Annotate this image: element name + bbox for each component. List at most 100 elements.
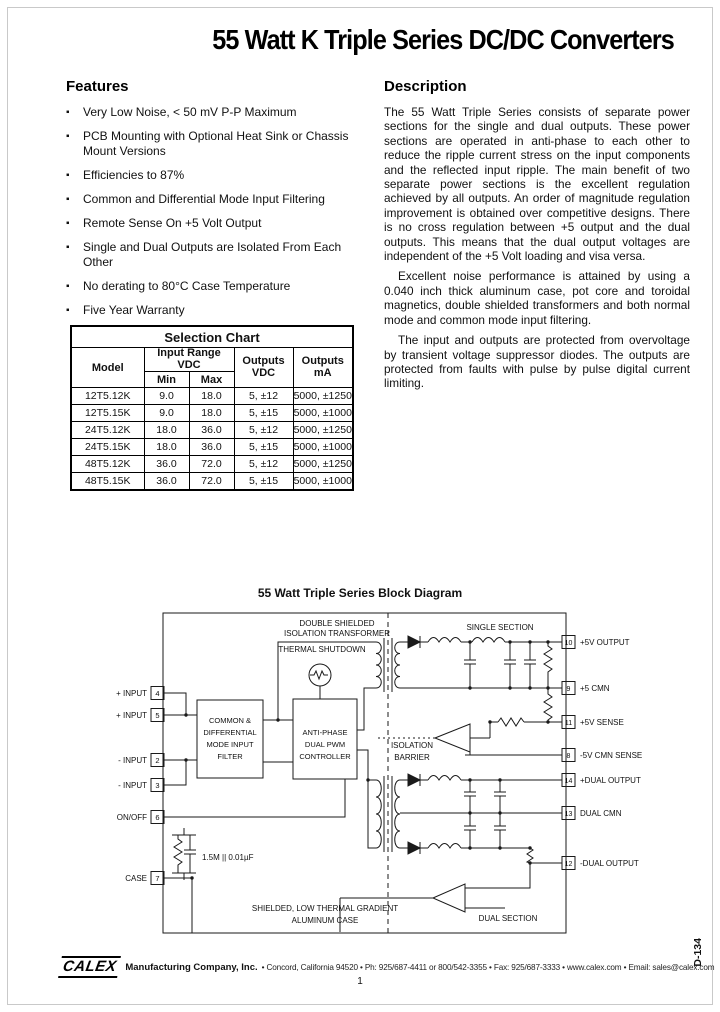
selection-chart-table: Selection Chart Model Input Range VDC Ou… xyxy=(70,325,355,491)
input-wiring xyxy=(164,692,346,933)
cell-model: 12T5.12K xyxy=(70,387,145,405)
cell-ma: 5000, ±1000 xyxy=(292,438,354,456)
features-heading: Features xyxy=(66,78,129,95)
pin-label: +DUAL OUTPUT xyxy=(580,776,641,785)
footer: CALEX Manufacturing Company, Inc. • Conc… xyxy=(58,956,715,978)
calex-logo: CALEX xyxy=(58,956,122,978)
pin-label: - INPUT xyxy=(118,781,147,790)
cell-max: 18.0 xyxy=(188,387,235,405)
pin-number: 10 xyxy=(565,640,573,647)
filter-box-label: FILTER xyxy=(217,752,243,761)
features-list: Very Low Noise, < 50 mV P-P Maximum PCB … xyxy=(66,105,371,318)
cell-model: 48T5.15K xyxy=(70,472,145,491)
col-min: Min xyxy=(143,371,190,388)
pin-label: + INPUT xyxy=(116,689,147,698)
thermal-shutdown-symbol xyxy=(308,663,332,699)
case-outline xyxy=(162,612,567,934)
cell-model: 48T5.12K xyxy=(70,455,145,473)
filter-box-label: MODE INPUT xyxy=(206,740,254,749)
pin-label: ON/OFF xyxy=(117,813,147,822)
pin-label: +5 CMN xyxy=(580,684,610,693)
feature-item: PCB Mounting with Optional Heat Sink or … xyxy=(66,129,371,159)
feature-item: Common and Differential Mode Input Filte… xyxy=(66,192,371,207)
col-model: Model xyxy=(70,347,145,388)
description-heading: Description xyxy=(384,78,467,95)
company-name: Manufacturing Company, Inc. xyxy=(125,961,258,973)
cell-vdc: 5, ±12 xyxy=(233,387,294,405)
single-section-circuit xyxy=(378,635,562,756)
right-pins xyxy=(561,635,576,870)
cell-min: 9.0 xyxy=(143,387,190,405)
filter-box-label: COMMON & xyxy=(209,716,251,725)
cell-ma: 5000, ±1250 xyxy=(292,387,354,405)
cell-model: 12T5.15K xyxy=(70,404,145,422)
block-diagram: 55 Watt Triple Series Block Diagram DOUB… xyxy=(116,586,642,934)
pwm-box-label: ANTI-PHASE xyxy=(302,728,347,737)
feature-item: Efficiencies to 87% xyxy=(66,168,371,183)
thermal-shutdown-label: THERMAL SHUTDOWN xyxy=(278,645,365,654)
cell-ma: 5000, ±1000 xyxy=(292,404,354,422)
pin-number: 14 xyxy=(565,778,573,785)
col-outputs-ma: Outputs mA xyxy=(292,347,354,388)
cell-vdc: 5, ±15 xyxy=(233,404,294,422)
cell-ma: 5000, ±1250 xyxy=(292,421,354,439)
input-filter-box xyxy=(196,699,264,779)
pin-number: 3 xyxy=(155,781,159,790)
cell-ma: 5000, ±1250 xyxy=(292,455,354,473)
features-section: Features Very Low Noise, < 50 mV P-P Max… xyxy=(66,78,371,327)
cell-vdc: 5, ±15 xyxy=(233,438,294,456)
pin-number: 11 xyxy=(565,720,572,727)
filter-box-label: DIFFERENTIAL xyxy=(203,728,256,737)
pin-number: 8 xyxy=(567,753,571,760)
pin-label: -DUAL OUTPUT xyxy=(580,859,639,868)
description-paragraph: The 55 Watt Triple Series consists of se… xyxy=(384,105,690,264)
dual-section-circuit xyxy=(339,773,562,932)
cell-max: 36.0 xyxy=(188,421,235,439)
isolation-barrier-label: ISOLATION xyxy=(391,741,433,750)
dual-section-label: DUAL SECTION xyxy=(479,914,538,923)
contact-line: • Concord, California 94520 • Ph: 925/68… xyxy=(261,962,715,972)
transformer-single xyxy=(375,638,401,692)
cell-vdc: 5, ±12 xyxy=(233,421,294,439)
cell-vdc: 5, ±12 xyxy=(233,455,294,473)
transformer-label: ISOLATION TRANSFORMER xyxy=(284,629,390,638)
pin-number: 12 xyxy=(565,861,573,868)
pin-number: 5 xyxy=(155,711,159,720)
pin-label: +5V SENSE xyxy=(580,718,624,727)
pin-label: + INPUT xyxy=(116,711,147,720)
case-label: SHIELDED, LOW THERMAL GRADIENT xyxy=(252,904,398,913)
pin-label: -5V CMN SENSE xyxy=(580,751,642,760)
doc-number: D-134 xyxy=(692,938,704,967)
cell-min: 9.0 xyxy=(143,404,190,422)
rc-value-label: 1.5M || 0.01µF xyxy=(202,853,254,862)
col-max: Max xyxy=(188,371,235,388)
col-input-range: Input Range VDC xyxy=(143,347,235,372)
col-outputs-vdc: Outputs VDC xyxy=(233,347,294,388)
pin-label: DUAL CMN xyxy=(580,809,622,818)
description-paragraph: Excellent noise performance is attained … xyxy=(384,269,690,327)
cell-max: 72.0 xyxy=(188,472,235,491)
feature-item: Very Low Noise, < 50 mV P-P Maximum xyxy=(66,105,371,120)
transformer-label: DOUBLE SHIELDED xyxy=(299,619,374,628)
cell-model: 24T5.12K xyxy=(70,421,145,439)
cell-min: 36.0 xyxy=(143,472,190,491)
feature-item: Remote Sense On +5 Volt Output xyxy=(66,216,371,231)
pin-number: 7 xyxy=(155,874,159,883)
single-section-label: SINGLE SECTION xyxy=(466,623,533,632)
selection-chart-title: Selection Chart xyxy=(70,325,354,348)
cell-min: 18.0 xyxy=(143,421,190,439)
pin-label: - INPUT xyxy=(118,756,147,765)
cell-min: 36.0 xyxy=(143,455,190,473)
left-pins xyxy=(150,686,165,885)
cell-vdc: 5, ±15 xyxy=(233,472,294,491)
pin-number: 13 xyxy=(565,811,573,818)
feature-item: Five Year Warranty xyxy=(66,303,371,318)
pin-number: 9 xyxy=(567,686,571,693)
rc-network xyxy=(172,828,196,880)
